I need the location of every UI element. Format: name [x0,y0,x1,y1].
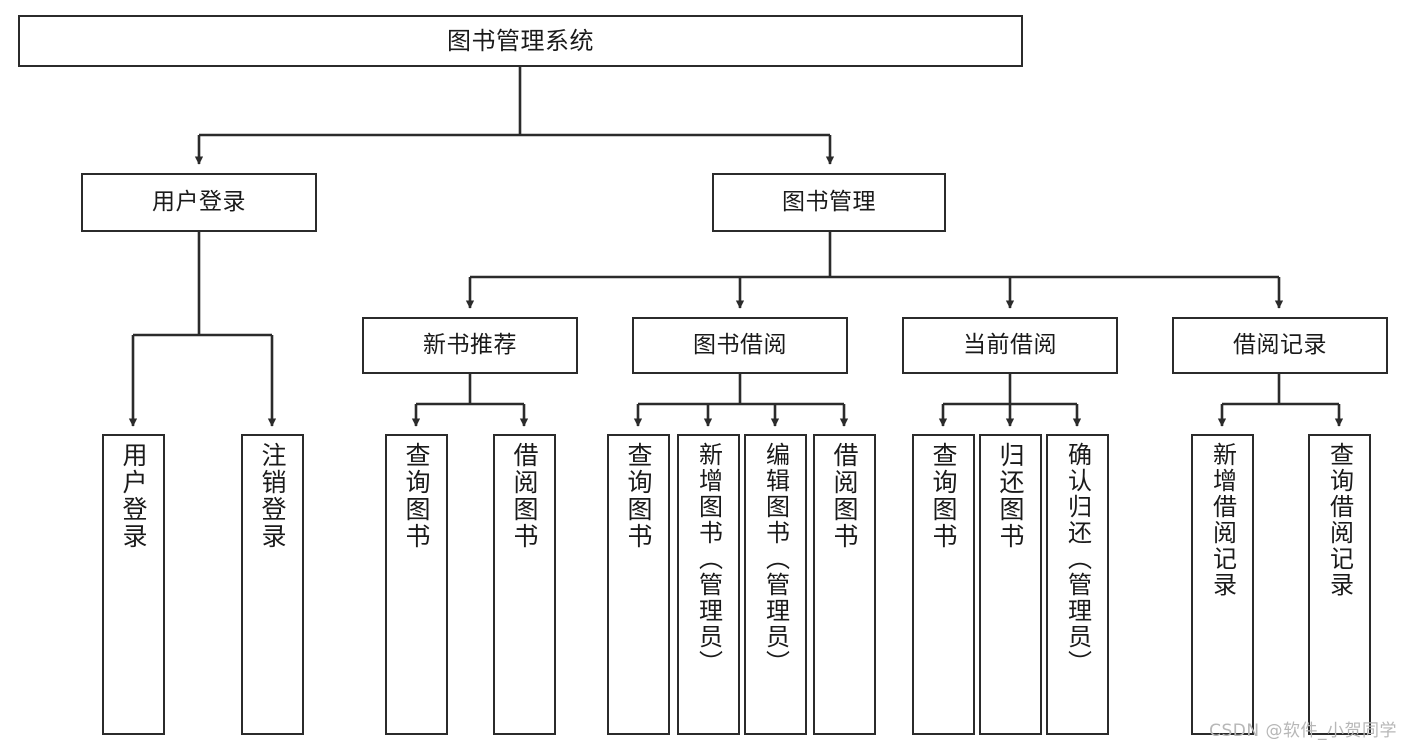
node-label: 新书推荐 [423,331,517,358]
leaf-book-borrow-query-book[interactable]: 查询图书 [607,434,670,735]
node-label: 借阅记录 [1233,331,1327,358]
node-label: 确认归还（管理员） [1063,442,1092,676]
node-root-book-management-system[interactable]: 图书管理系统 [18,15,1023,67]
leaf-user-login-login[interactable]: 用户登录 [102,434,165,735]
node-label: 图书借阅 [693,331,787,358]
node-label: 用户登录 [119,442,148,550]
leaf-user-login-logout[interactable]: 注销登录 [241,434,304,735]
node-label: 当前借阅 [963,331,1057,358]
node-label: 图书管理 [782,188,876,215]
node-book-management[interactable]: 图书管理 [712,173,946,232]
node-label: 注销登录 [258,442,287,550]
node-label: 用户登录 [152,188,246,215]
leaf-borrow-record-add-record[interactable]: 新增借阅记录 [1191,434,1254,735]
node-borrow-record[interactable]: 借阅记录 [1172,317,1388,374]
node-current-borrow[interactable]: 当前借阅 [902,317,1118,374]
leaf-current-borrow-query-book[interactable]: 查询图书 [912,434,975,735]
node-label: 图书管理系统 [447,26,594,55]
node-label: 查询借阅记录 [1325,442,1354,598]
node-label: 新增图书（管理员） [694,442,723,676]
leaf-book-borrow-edit-book-admin[interactable]: 编辑图书（管理员） [744,434,807,735]
node-user-login[interactable]: 用户登录 [81,173,317,232]
node-label: 查询图书 [624,442,653,550]
node-label: 查询图书 [929,442,958,550]
node-new-book-recommend[interactable]: 新书推荐 [362,317,578,374]
node-label: 借阅图书 [830,442,859,550]
leaf-book-borrow-add-book-admin[interactable]: 新增图书（管理员） [677,434,740,735]
node-book-borrow[interactable]: 图书借阅 [632,317,848,374]
node-label: 编辑图书（管理员） [761,442,790,676]
leaf-book-borrow-borrow-book[interactable]: 借阅图书 [813,434,876,735]
node-label: 查询图书 [402,442,431,550]
node-label: 归还图书 [996,442,1025,550]
leaf-current-borrow-return-book[interactable]: 归还图书 [979,434,1042,735]
leaf-borrow-record-query-record[interactable]: 查询借阅记录 [1308,434,1371,735]
leaf-new-book-borrow-book[interactable]: 借阅图书 [493,434,556,735]
node-label: 新增借阅记录 [1208,442,1237,598]
leaf-current-borrow-confirm-return-admin[interactable]: 确认归还（管理员） [1046,434,1109,735]
node-label: 借阅图书 [510,442,539,550]
leaf-new-book-query-book[interactable]: 查询图书 [385,434,448,735]
